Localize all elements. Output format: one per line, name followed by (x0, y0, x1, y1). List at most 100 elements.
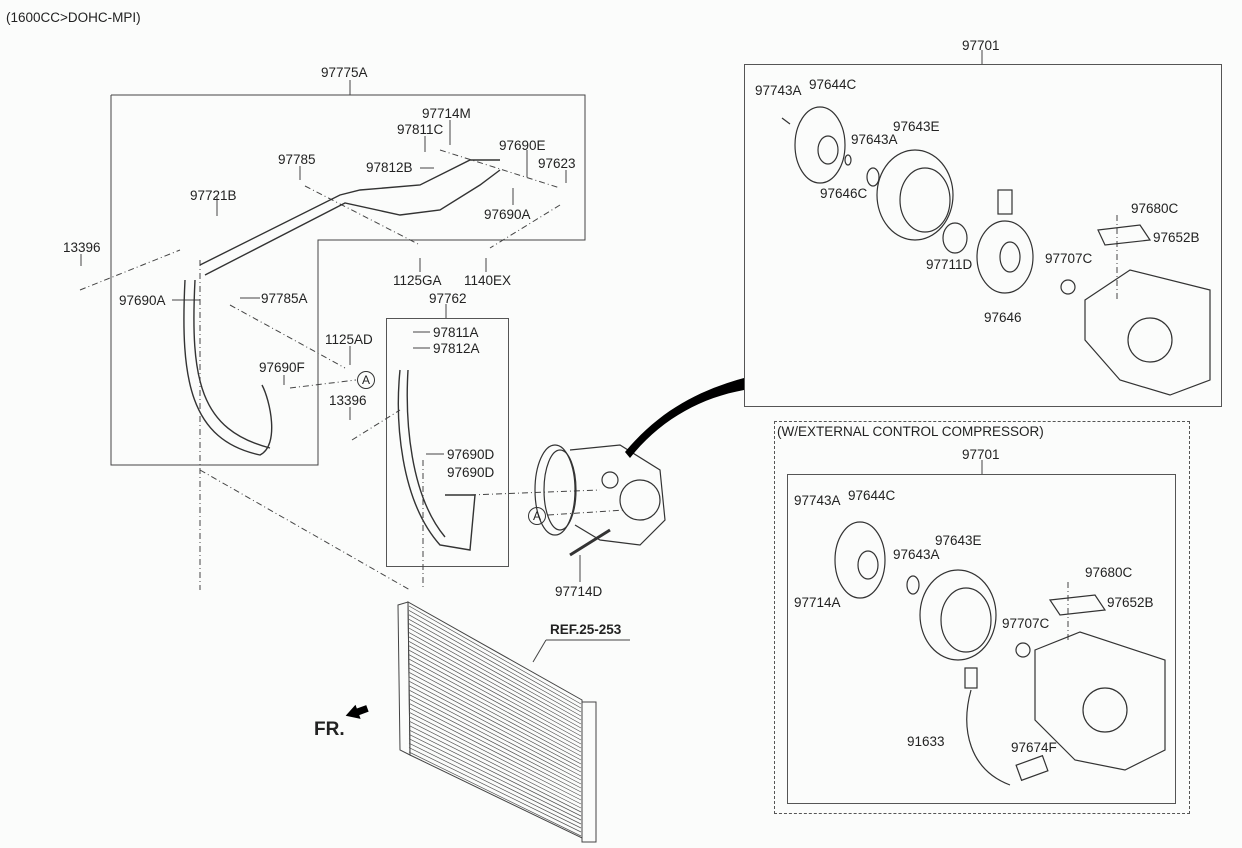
label-13396-b[interactable]: 13396 (329, 393, 367, 408)
label-97652B[interactable]: 97652B (1153, 230, 1200, 245)
condenser-fin (408, 663, 582, 757)
condenser-fin (408, 738, 582, 825)
label-97680C[interactable]: 97680C (1131, 201, 1179, 216)
label-97743A[interactable]: 97743A (755, 83, 802, 98)
condenser (397, 601, 597, 843)
label-97714M[interactable]: 97714M (422, 106, 471, 121)
callout-a-2: A (528, 507, 546, 525)
condenser-fin (408, 698, 582, 789)
label-97690F[interactable]: 97690F (259, 360, 305, 375)
label-97811C[interactable]: 97811C (397, 122, 444, 137)
label-97785A[interactable]: 97785A (261, 291, 308, 306)
label-1140EX[interactable]: 1140EX (464, 273, 512, 288)
condenser-fin (408, 680, 582, 773)
condenser-fin (408, 641, 582, 737)
label-97811A[interactable]: 97811A (433, 325, 479, 340)
condenser-fin (408, 733, 582, 821)
condenser-fin (408, 729, 582, 817)
ext-label-97743A[interactable]: 97743A (794, 493, 841, 508)
ext-label-97643A[interactable]: 97643A (893, 547, 940, 562)
label-97690A-top[interactable]: 97690A (484, 207, 531, 222)
ref-label[interactable]: REF.25-253 (550, 622, 622, 637)
condenser-fin (408, 658, 582, 753)
suction-hose-lower (183, 279, 273, 456)
ext-control-title: (W/EXTERNAL CONTROL COMPRESSOR) (777, 424, 1044, 439)
ext-label-97714A[interactable]: 97714A (794, 595, 841, 610)
compressor-main (534, 444, 666, 546)
label-97707C[interactable]: 97707C (1045, 251, 1093, 266)
condenser-fin (408, 672, 582, 765)
condenser-fin (408, 605, 582, 705)
label-97812A[interactable]: 97812A (433, 341, 480, 356)
label-97690E[interactable]: 97690E (499, 138, 546, 153)
ext-label-97643E[interactable]: 97643E (935, 533, 982, 548)
label-97812B[interactable]: 97812B (366, 160, 413, 175)
condenser-fin (408, 649, 582, 745)
condenser-fin (408, 747, 582, 833)
label-97644C[interactable]: 97644C (809, 77, 857, 92)
label-97646[interactable]: 97646 (984, 310, 1022, 325)
condenser-fin (408, 627, 582, 725)
condenser-fin (408, 725, 582, 813)
ext-label-97680C[interactable]: 97680C (1085, 565, 1133, 580)
condenser-fin (408, 742, 582, 829)
label-97690A[interactable]: 97690A (119, 293, 166, 308)
condenser-fin (408, 689, 582, 781)
clutch-assy-frame (744, 64, 1222, 407)
ext-label-97644C[interactable]: 97644C (848, 488, 896, 503)
callout-a-1: A (357, 371, 375, 389)
label-97785[interactable]: 97785 (278, 152, 316, 167)
condenser-fin (408, 707, 582, 797)
discharge-hose-frame (386, 318, 509, 567)
ext-label-97707C[interactable]: 97707C (1002, 616, 1050, 631)
label-97643A[interactable]: 97643A (851, 132, 898, 147)
condenser-fin (408, 703, 582, 793)
ext-label-97652B[interactable]: 97652B (1107, 595, 1154, 610)
condenser-fin (408, 645, 582, 741)
label-97623[interactable]: 97623 (538, 156, 576, 171)
condenser-fin (408, 720, 582, 809)
condenser-fin (408, 614, 582, 713)
condenser-fin (408, 618, 582, 717)
condenser-fin (408, 667, 582, 761)
label-97690D-a[interactable]: 97690D (447, 447, 495, 462)
label-97690D-b[interactable]: 97690D (447, 465, 495, 480)
condenser-fin (408, 685, 582, 777)
hose-assy-outline (110, 94, 586, 466)
condenser-fin (408, 610, 582, 709)
condenser-fin (408, 632, 582, 729)
ext-label-97674F[interactable]: 97674F (1011, 740, 1057, 755)
label-1125GA[interactable]: 1125GA (393, 273, 442, 288)
label-13396-a[interactable]: 13396 (63, 240, 101, 255)
label-97646C[interactable]: 97646C (820, 186, 868, 201)
condenser-fin (408, 654, 582, 749)
label-97721B[interactable]: 97721B (190, 188, 237, 203)
condenser-fin (408, 676, 582, 769)
condenser-fin (408, 716, 582, 805)
condenser-fin (408, 636, 582, 733)
condenser-fin (408, 751, 582, 837)
zoom-pointer (625, 378, 744, 458)
label-97775A[interactable]: 97775A (321, 65, 368, 80)
label-97714D[interactable]: 97714D (555, 584, 603, 599)
label-97701-ext[interactable]: 97701 (962, 447, 1000, 462)
ext-clutch-assy-frame (787, 474, 1176, 804)
condenser-fin (408, 623, 582, 721)
ext-label-91633[interactable]: 91633 (907, 734, 945, 749)
label-97762[interactable]: 97762 (429, 291, 467, 306)
clutch-parts (781, 106, 1211, 396)
front-arrow-icon (345, 704, 369, 719)
condenser-fin (408, 711, 582, 801)
label-97643E[interactable]: 97643E (893, 119, 940, 134)
ext-control-frame (774, 421, 1190, 814)
condenser-fin (408, 694, 582, 785)
suction-hose-upper (199, 159, 500, 266)
discharge-hose (397, 369, 476, 551)
label-1125AD[interactable]: 1125AD (325, 332, 373, 347)
front-label: FR. (314, 719, 345, 740)
label-97711D[interactable]: 97711D (926, 257, 973, 272)
ext-clutch-parts (834, 521, 1166, 786)
label-97701[interactable]: 97701 (962, 38, 1000, 53)
